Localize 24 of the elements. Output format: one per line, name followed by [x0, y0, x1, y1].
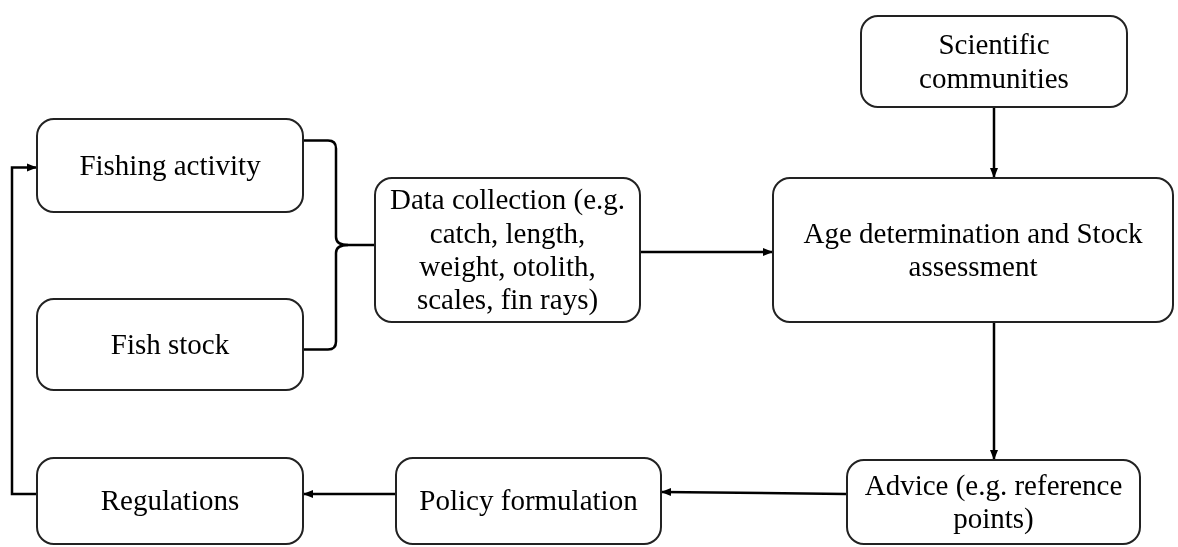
connector-line: [304, 139, 374, 247]
box-label: Fish stock: [110, 327, 230, 362]
box-label: Fishing activity: [79, 148, 261, 183]
process-box: [36, 298, 304, 391]
arrow: [641, 248, 773, 256]
arrow: [661, 488, 846, 497]
process-box: [846, 459, 1141, 545]
box-label: Age determination and Stock assessment: [802, 216, 1144, 284]
arrow: [303, 490, 395, 498]
box-label: Scientific communities: [918, 28, 1070, 95]
process-box: [36, 118, 304, 213]
connector-line: [304, 243, 349, 351]
arrow: [990, 323, 998, 460]
box-label: Advice (e.g. reference points): [863, 468, 1124, 536]
process-box: [772, 177, 1174, 323]
process-box: [860, 15, 1128, 108]
arrow: [10, 163, 37, 496]
box-label: Data collection (e.g. catch, length, weight, otolith, scales, fin rays): [388, 183, 627, 317]
box-label: Policy formulation: [419, 484, 638, 518]
arrow: [990, 108, 998, 178]
process-box: [374, 177, 641, 323]
process-box: [36, 457, 304, 545]
box-label: Regulations: [100, 484, 240, 518]
process-box: [395, 457, 662, 545]
